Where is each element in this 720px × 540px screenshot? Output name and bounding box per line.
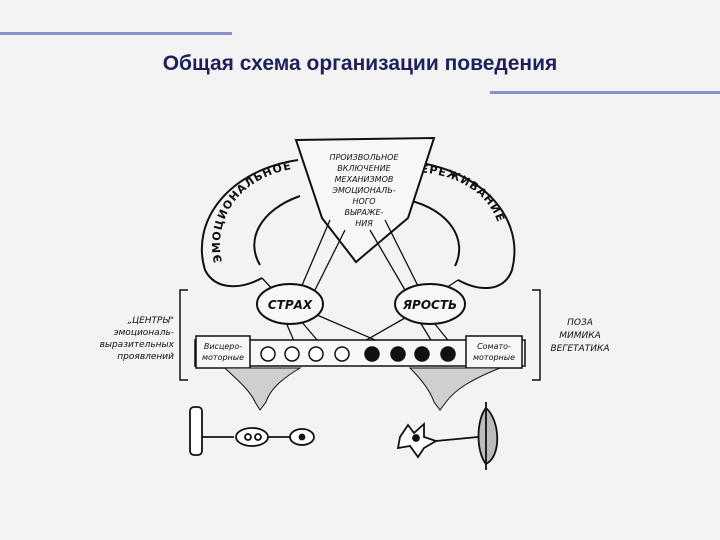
accent-line-right	[490, 91, 720, 94]
nuclei-row	[260, 346, 456, 362]
somatic-effector-icon	[396, 402, 499, 470]
fear-oval	[256, 283, 324, 325]
bracket-left	[179, 289, 188, 381]
visceromotor-line-2: моторные	[202, 353, 244, 362]
somatomotor-line-1: Сомато-	[477, 342, 511, 351]
voluntary-box-line: НИЯ	[355, 219, 373, 228]
svg-text:проявлений: проявлений	[117, 352, 174, 362]
visceromotor-box	[195, 335, 251, 369]
svg-text:выразительных: выразительных	[100, 340, 175, 350]
somatomotor-line-2: моторные	[473, 353, 515, 362]
visceral-effector-icon	[189, 406, 315, 456]
fear-label: СТРАХ	[268, 298, 313, 312]
voluntary-box-line: ЭМОЦИОНАЛЬ-	[331, 186, 395, 195]
voluntary-box-line: МЕХАНИЗМОВ	[335, 175, 394, 184]
svg-text:ВЕГЕТАТИКА: ВЕГЕТАТИКА	[551, 344, 610, 354]
funnel-left	[223, 367, 302, 411]
rage-oval	[394, 283, 466, 325]
arc-right-label: ПЕРЕЖИВАНИЕ	[410, 162, 507, 224]
slide-title: Общая схема организации поведения	[162, 52, 558, 75]
svg-text:„ЦЕНТРЫ": „ЦЕНТРЫ"	[127, 316, 174, 326]
svg-text:МИМИКА: МИМИКА	[559, 331, 601, 341]
emotional-arc-right	[407, 161, 516, 290]
visceromotor-line-1: Висцеро-	[204, 342, 242, 351]
accent-line-top	[0, 32, 232, 35]
voluntary-box-text: ПРОИЗВОЛЬНОЕ ВКЛЮЧЕНИЕ МЕХАНИЗМОВ ЭМОЦИОНАЛ…	[330, 153, 400, 228]
svg-text:ПОЗА: ПОЗА	[567, 318, 593, 328]
voluntary-box-line: ПРОИЗВОЛЬНОЕ	[330, 153, 400, 162]
voluntary-box-line: ВКЛЮЧЕНИЕ	[337, 164, 391, 173]
voluntary-box	[294, 136, 436, 264]
voluntary-box-line: ВЫРАЖЕ-	[345, 208, 384, 217]
svg-text:эмоциональ-: эмоциональ-	[114, 328, 174, 338]
somatomotor-box	[465, 335, 523, 369]
bracket-right	[532, 289, 541, 381]
centers-label: „ЦЕНТРЫ" эмоциональ- выразительных прояв…	[100, 316, 175, 362]
funnel-right	[408, 367, 501, 411]
emotional-arc-left	[200, 159, 301, 288]
effectors-label: ПОЗА МИМИКА ВЕГЕТАТИКА	[551, 318, 610, 354]
voluntary-box-line: НОГО	[352, 197, 375, 206]
rage-label: ЯРОСТЬ	[402, 298, 457, 312]
